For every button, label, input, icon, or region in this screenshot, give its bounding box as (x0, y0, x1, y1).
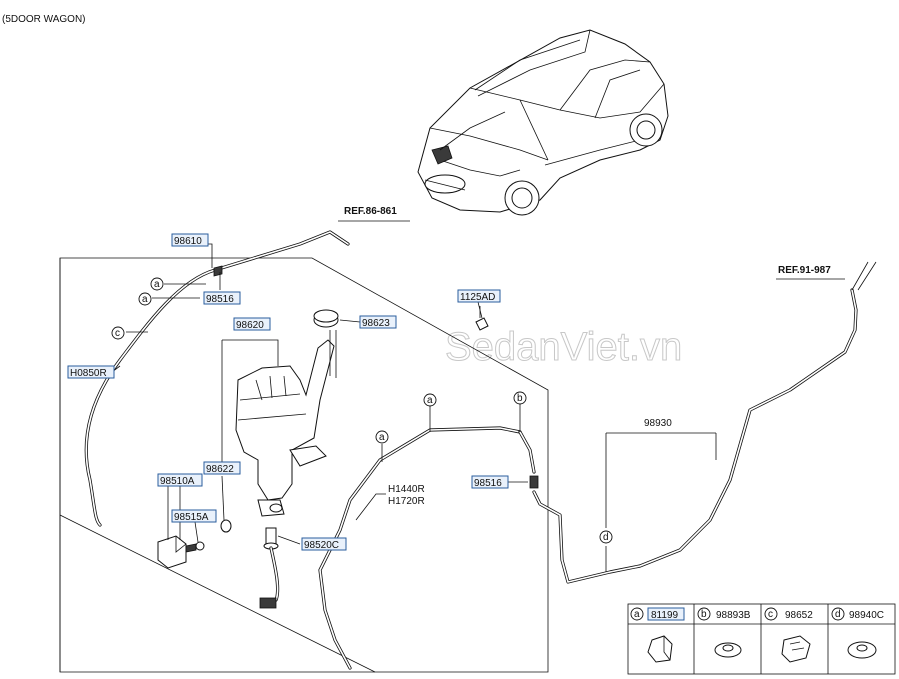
level-sensor (259, 527, 280, 609)
variant-label: (5DOOR WAGON) (2, 14, 86, 25)
watermark-text: SedanViet.vn (445, 325, 682, 369)
label-98930: 98930 (644, 418, 672, 429)
hose-to-ref86 (213, 230, 350, 272)
bolt-1125ad (475, 306, 489, 331)
seal-98515a (195, 541, 205, 551)
label-98622: 98622 (206, 464, 234, 475)
reservoir-cap (313, 309, 339, 378)
label-98510a: 98510A (160, 476, 195, 487)
label-98623: 98623 (362, 318, 390, 329)
assembly-frame (59, 257, 549, 673)
label-98620: 98620 (236, 320, 264, 331)
legend-letter-c: c (768, 609, 773, 620)
legend-part-c: 98652 (785, 610, 813, 621)
hose-h0850r (84, 268, 217, 527)
callout-a-2: a (142, 294, 148, 305)
ref-86-861: REF.86-861 (344, 206, 397, 217)
label-98516-mid: 98516 (474, 478, 502, 489)
label-h1720r: H1720R (388, 496, 425, 507)
ref-91-987: REF.91-987 (778, 265, 831, 276)
legend-grommet-d-icon (847, 641, 877, 659)
hose-to-98516-mid (518, 430, 536, 474)
hose-98930 (532, 288, 858, 584)
legend-grommet-b-icon (714, 642, 742, 658)
callout-a-1: a (154, 279, 160, 290)
legend-table: a 81199 b 98893B c 98652 d 98940C (627, 603, 896, 675)
label-h1440r: H1440R (388, 484, 425, 495)
legend-clip-c-icon (781, 635, 811, 663)
callout-d: d (603, 532, 609, 543)
label-98515a: 98515A (174, 512, 209, 523)
grommet-98622 (220, 519, 232, 533)
legend-letter-b: b (701, 609, 707, 620)
label-98610: 98610 (174, 236, 202, 247)
legend-part-a: 81199 (651, 610, 679, 621)
washer-pump (157, 535, 197, 569)
hose-h1440r (318, 426, 522, 670)
label-h0850r: H0850R (70, 368, 107, 379)
legend-part-d: 98940C (849, 610, 884, 621)
label-98520c: 98520C (304, 540, 339, 551)
callout-a-4: a (427, 395, 433, 406)
car-illustration (417, 29, 669, 216)
washer-reservoir (235, 339, 335, 517)
label-1125ad: 1125AD (460, 292, 495, 303)
legend-letter-d: d (835, 609, 841, 620)
legend-part-b: 98893B (716, 610, 751, 621)
callout-c: c (115, 328, 120, 339)
legend-letter-a: a (634, 609, 640, 620)
callout-b: b (517, 393, 523, 404)
callout-a-3: a (379, 432, 385, 443)
label-98516-top: 98516 (206, 294, 234, 305)
